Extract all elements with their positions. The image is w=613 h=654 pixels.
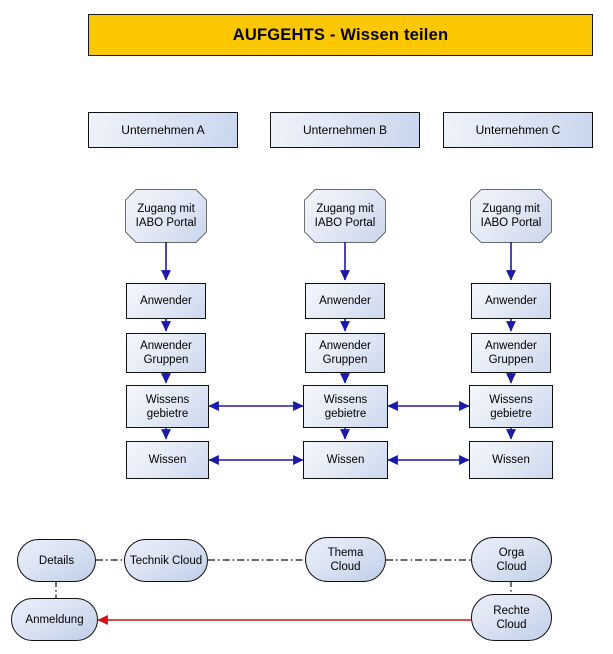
node-a-anwender-gruppen-label: Anwender Gruppen bbox=[140, 340, 192, 366]
node-c-zugang[interactable]: Zugang mit IABO Portal bbox=[471, 190, 551, 242]
cloud-orga-label: Orga Cloud bbox=[496, 546, 527, 573]
cloud-rechte-label: Rechte Cloud bbox=[493, 604, 530, 631]
node-c-wissen-label: Wissen bbox=[492, 454, 530, 466]
page-title-banner: AUFGEHTS - Wissen teilen bbox=[88, 14, 593, 56]
node-a-wissen[interactable]: Wissen bbox=[126, 441, 209, 479]
cloud-rechte[interactable]: Rechte Cloud bbox=[471, 594, 552, 641]
node-c-zugang-label: Zugang mit IABO Portal bbox=[480, 203, 542, 229]
node-a-zugang-label: Zugang mit IABO Portal bbox=[135, 203, 197, 229]
node-c-anwender-label: Anwender bbox=[485, 295, 537, 307]
node-a-wissensgebiete[interactable]: Wissens gebietre bbox=[126, 385, 209, 428]
node-b-wissen-label: Wissen bbox=[326, 454, 365, 466]
cloud-vertical-dashdot bbox=[55, 582, 512, 598]
node-c-anwender-gruppen-label: Anwender Gruppen bbox=[485, 340, 537, 366]
node-a-anwender[interactable]: Anwender bbox=[126, 283, 206, 319]
page-title: AUFGEHTS - Wissen teilen bbox=[232, 25, 449, 44]
company-box-a[interactable]: Unternehmen A bbox=[88, 112, 238, 148]
node-a-anwender-label: Anwender bbox=[140, 295, 192, 307]
pill-anmeldung-label: Anmeldung bbox=[25, 613, 84, 626]
node-a-wissensgebiete-label: Wissens gebietre bbox=[145, 393, 190, 420]
node-b-wissensgebiete-label: Wissens gebietre bbox=[323, 393, 368, 420]
node-a-wissen-label: Wissen bbox=[148, 454, 187, 466]
cloud-technik-label: Technik Cloud bbox=[129, 554, 203, 567]
node-b-anwender[interactable]: Anwender bbox=[305, 283, 385, 319]
cloud-details-label: Details bbox=[38, 554, 75, 567]
node-b-wissensgebiete[interactable]: Wissens gebietre bbox=[303, 385, 388, 428]
company-box-c[interactable]: Unternehmen C bbox=[443, 112, 593, 148]
company-label-a: Unternehmen A bbox=[121, 123, 205, 137]
company-box-b[interactable]: Unternehmen B bbox=[270, 112, 420, 148]
node-b-anwender-gruppen-label: Anwender Gruppen bbox=[319, 340, 371, 366]
node-b-anwender-gruppen[interactable]: Anwender Gruppen bbox=[305, 333, 385, 373]
cloud-thema-label: Thema Cloud bbox=[327, 546, 364, 573]
pill-anmeldung[interactable]: Anmeldung bbox=[11, 598, 98, 641]
company-label-c: Unternehmen C bbox=[475, 123, 561, 137]
cloud-technik[interactable]: Technik Cloud bbox=[124, 539, 208, 582]
cloud-details[interactable]: Details bbox=[17, 539, 96, 582]
node-b-zugang-label: Zugang mit IABO Portal bbox=[314, 203, 376, 229]
node-c-wissensgebiete-label: Wissens gebietre bbox=[489, 393, 533, 420]
node-c-anwender[interactable]: Anwender bbox=[471, 283, 551, 319]
node-a-anwender-gruppen[interactable]: Anwender Gruppen bbox=[126, 333, 206, 373]
node-c-wissensgebiete[interactable]: Wissens gebietre bbox=[469, 385, 553, 428]
cloud-orga[interactable]: Orga Cloud bbox=[471, 537, 552, 582]
node-c-anwender-gruppen[interactable]: Anwender Gruppen bbox=[471, 333, 551, 373]
company-label-b: Unternehmen B bbox=[302, 123, 388, 137]
node-b-zugang[interactable]: Zugang mit IABO Portal bbox=[305, 190, 385, 242]
node-c-wissen[interactable]: Wissen bbox=[469, 441, 553, 479]
node-b-anwender-label: Anwender bbox=[319, 295, 371, 307]
cloud-thema[interactable]: Thema Cloud bbox=[305, 537, 386, 582]
node-a-zugang[interactable]: Zugang mit IABO Portal bbox=[126, 190, 206, 242]
node-b-wissen[interactable]: Wissen bbox=[303, 441, 388, 479]
